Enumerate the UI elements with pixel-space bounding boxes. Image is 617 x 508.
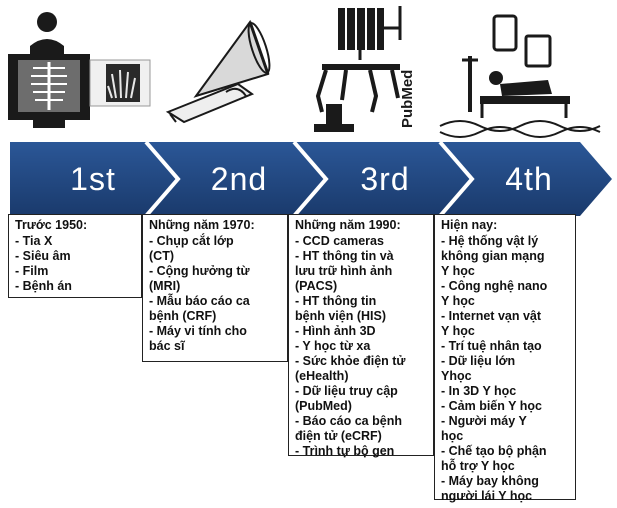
era-item: - Dữ liệu lớn	[441, 354, 516, 368]
era-heading: Những năm 1990:	[295, 218, 401, 232]
era-item: - Y học từ xa	[295, 339, 371, 353]
era-box-present: Hiện nay: - Hệ thống vật lý không gian m…	[434, 214, 576, 503]
era-item: - Cộng hưởng từ	[149, 264, 250, 278]
era-item: - Báo cáo ca bệnh	[295, 414, 402, 428]
era-item: bệnh (CRF)	[149, 309, 217, 323]
era-item: không gian mạng	[441, 249, 545, 263]
era-item: - Hình ảnh 3D	[295, 324, 376, 338]
era-item: hỗ trợ Y học	[441, 459, 515, 473]
era-item: - Dữ liệu truy cập	[295, 384, 398, 398]
era-item: Y học	[441, 294, 475, 308]
stage-4th: 4th	[505, 161, 553, 197]
era-item: lưu trữ hình ảnh	[295, 264, 393, 278]
era-item: - Internet vạn vật	[441, 309, 542, 323]
era-item: - Trình tự bộ gen	[295, 444, 395, 458]
era-item: - Máy bay không	[441, 474, 539, 488]
era-item: (PubMed)	[295, 399, 352, 413]
era-item: điện tử (eCRF)	[295, 429, 382, 443]
era-item: Yhọc	[441, 369, 472, 383]
era-item: - CCD cameras	[295, 234, 384, 248]
pubmed-text: PubMed	[399, 70, 416, 128]
era-item: Y học	[441, 264, 475, 278]
era-item: - Cảm biến Y học	[441, 399, 542, 413]
stage-2nd: 2nd	[210, 161, 268, 197]
era-item: - Chụp cắt lớp	[149, 234, 234, 248]
era-item: - Hệ thống vật lý	[441, 234, 539, 248]
era-item: học	[441, 429, 464, 443]
era-item: - In 3D Y học	[441, 384, 517, 398]
stage-3rd: 3rd	[360, 161, 410, 197]
era-box-1990s: Những năm 1990: - CCD cameras - HT thông…	[288, 214, 434, 458]
era-heading: Trước 1950:	[15, 218, 88, 232]
era-box-1970s: Những năm 1970: - Chụp cắt lớp (CT) - Cộ…	[142, 214, 288, 362]
stage-1st: 1st	[70, 161, 116, 197]
era-heading: Hiện nay:	[441, 218, 498, 232]
smart-hospital-icon	[439, 14, 601, 138]
icons-row: PubMed	[8, 6, 601, 138]
timeline-arrow	[10, 140, 612, 218]
era-item: (eHealth)	[295, 369, 349, 383]
era-item: Y học	[441, 324, 475, 338]
era-item: - Sức khỏe điện tử	[295, 354, 406, 368]
era-item: (CT)	[149, 249, 174, 263]
era-item: - Công nghệ nano	[441, 279, 548, 293]
era-item: - Tia X	[15, 234, 53, 248]
era-item: - HT thông tin và	[295, 249, 394, 263]
ct-scanner-icon	[165, 19, 271, 124]
era-item: - Mẫu báo cáo ca	[149, 294, 250, 308]
era-item: người lái Y học	[441, 489, 533, 503]
era-item: - HT thông tin	[295, 294, 377, 308]
era-item: - Người máy Y	[441, 414, 527, 428]
era-box-pre-1950: Trước 1950: - Tia X - Siêu âm - Film - B…	[8, 214, 142, 298]
era-heading: Những năm 1970:	[149, 218, 255, 232]
robot-pubmed-icon: PubMed	[314, 6, 416, 132]
era-item: (PACS)	[295, 279, 338, 293]
era-item: - Máy vi tính cho	[149, 324, 247, 338]
era-item: bệnh viện (HIS)	[295, 309, 386, 323]
era-item: - Siêu âm	[15, 249, 71, 263]
era-item: - Trí tuệ nhân tạo	[441, 339, 542, 353]
era-item: - Bệnh án	[15, 279, 72, 293]
era-item: - Film	[15, 264, 49, 278]
era-item: - Chế tạo bộ phận	[441, 444, 547, 458]
x-ray-icon	[8, 12, 151, 128]
era-item: (MRI)	[149, 279, 181, 293]
era-item: bác sĩ	[149, 339, 185, 353]
